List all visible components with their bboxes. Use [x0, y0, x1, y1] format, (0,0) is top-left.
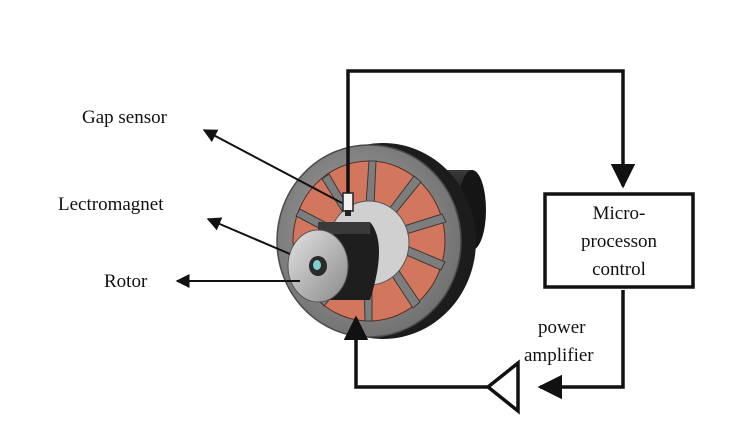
- control-box-line-1: Micro-: [593, 203, 646, 224]
- amplifier-triangle: [485, 359, 520, 415]
- gap-sensor-tip: [345, 210, 351, 216]
- rotor-shaft-top: [318, 222, 370, 234]
- electromagnet-pointer: [206, 217, 291, 255]
- rotor-label: Rotor: [104, 271, 148, 292]
- gap-sensor: [342, 192, 354, 212]
- gap-sensor-label: Gap sensor: [82, 107, 168, 128]
- amplifier-output-line: [343, 315, 490, 389]
- control-box: [543, 192, 695, 289]
- control-output-line: [537, 290, 625, 400]
- amplifier-label-line-2: amplifier: [524, 345, 594, 366]
- gap-sensor-pointer: [202, 129, 343, 204]
- rotor-hub-highlight: [313, 260, 321, 270]
- control-box-line-2: processon: [581, 231, 657, 252]
- sensor-signal-line: [346, 69, 636, 193]
- amplifier-label-line-1: power: [538, 317, 586, 338]
- feedback-loop: [343, 69, 636, 400]
- control-box-line-3: control: [592, 259, 646, 280]
- bearing-device: [276, 143, 486, 339]
- electromagnet-label: Lectromagnet: [58, 194, 164, 215]
